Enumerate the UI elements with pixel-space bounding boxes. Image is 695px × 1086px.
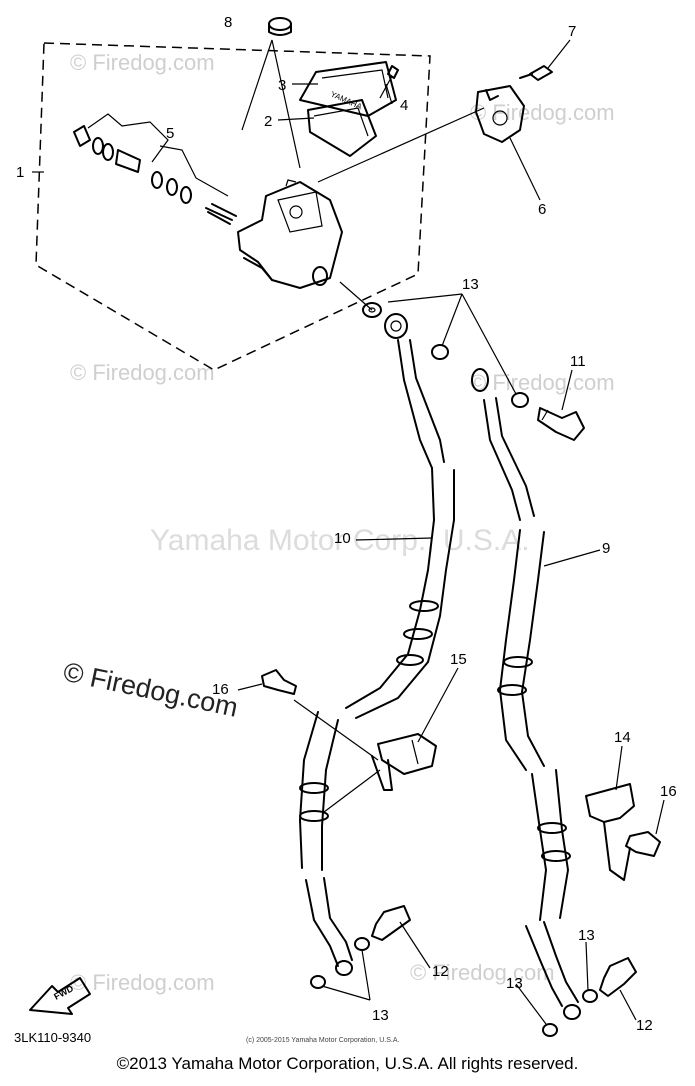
callout-6: 6 — [538, 201, 546, 218]
diagram-code: 3LK110-9340 — [14, 1030, 91, 1045]
callout-16: 16 — [660, 783, 677, 800]
callout-numbers: 8 3 2 4 5 1 7 6 13 11 10 9 15 16 14 16 1… — [16, 14, 677, 1034]
footer-copyright: ©2013 Yamaha Motor Corporation, U.S.A. A… — [116, 1054, 579, 1073]
assembly-boundary — [35, 42, 431, 371]
callout-2: 2 — [264, 113, 272, 130]
screw-part — [379, 65, 399, 99]
bolt-part — [519, 65, 553, 81]
callout-13: 13 — [578, 927, 595, 944]
callout-7: 7 — [568, 23, 576, 40]
master-cylinder-part — [237, 179, 343, 289]
callout-4: 4 — [400, 97, 408, 114]
watermark-layer: © Firedog.com © Firedog.com © Firedog.co… — [61, 50, 615, 995]
small-copyright: (c) 2005-2015 Yamaha Motor Corporation, … — [246, 1037, 399, 1044]
leader-lines — [32, 39, 665, 1025]
callout-12: 12 — [432, 963, 449, 980]
watermark-firedog: © Firedog.com — [470, 370, 615, 395]
callout-12: 12 — [636, 1017, 653, 1034]
watermark-firedog: © Firedog.com — [70, 970, 215, 995]
callout-3: 3 — [278, 77, 286, 94]
bracket-part — [585, 783, 635, 881]
callout-9: 9 — [602, 540, 610, 557]
right-brake-hose-part — [483, 397, 571, 921]
callout-13: 13 — [372, 1007, 389, 1024]
callout-13: 13 — [506, 975, 523, 992]
right-lower-hose-end — [525, 921, 581, 1020]
piston-kit-part — [73, 113, 237, 225]
clamp-part — [371, 733, 437, 791]
callout-16: 16 — [212, 681, 229, 698]
callout-1: 1 — [16, 164, 24, 181]
cap-part — [268, 17, 292, 36]
watermark-firedog: © Firedog.com — [70, 360, 215, 385]
callout-15: 15 — [450, 651, 467, 668]
banjo-fittings — [362, 302, 529, 408]
holder-part — [475, 85, 525, 143]
bolt-16-parts — [261, 669, 661, 857]
watermark-firedog: © Firedog.com — [70, 50, 215, 75]
diaphragm-part — [307, 99, 377, 157]
callout-11: 11 — [570, 353, 586, 370]
watermark-yamaha: Yamaha Motor Corp., U.S.A. — [150, 524, 530, 557]
left-lower-hose — [299, 711, 353, 976]
watermark-firedog: © Firedog.com — [470, 100, 615, 125]
callout-14: 14 — [614, 729, 631, 746]
callout-10: 10 — [334, 530, 351, 547]
callout-8: 8 — [224, 14, 232, 31]
left-brake-hose-part — [345, 339, 455, 719]
callout-13: 13 — [462, 276, 479, 293]
banjo-bolt-12-parts — [371, 905, 637, 997]
watermark-firedog: © Firedog.com — [410, 960, 555, 985]
banjo-bolt-part — [537, 407, 585, 441]
callout-5: 5 — [166, 125, 174, 142]
